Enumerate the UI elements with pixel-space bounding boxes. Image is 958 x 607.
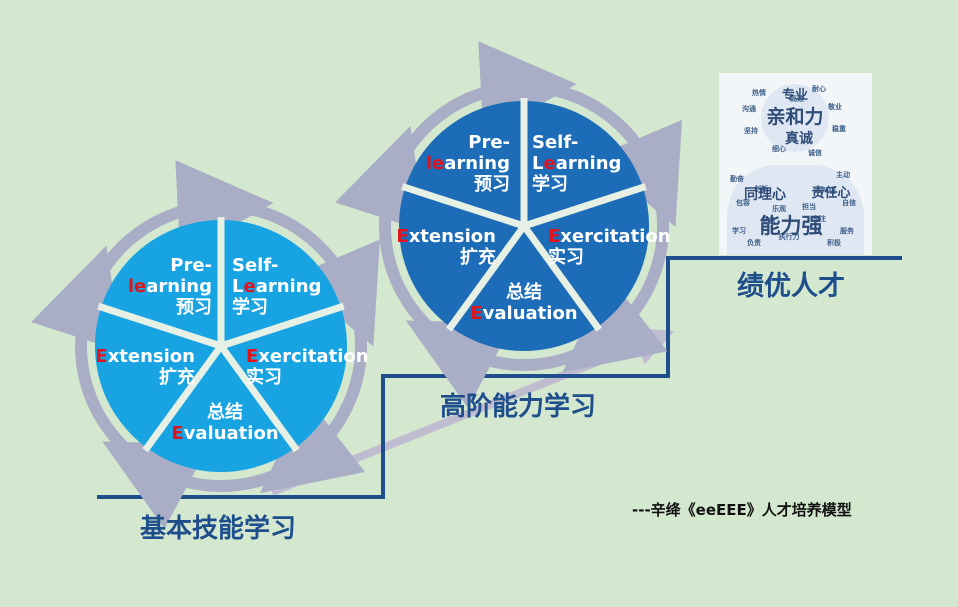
wordcloud-small-word: 稳重	[832, 124, 846, 133]
advanced-segment-divider	[522, 183, 647, 230]
wordcloud-small-word: 耐心	[812, 84, 826, 93]
wordcloud-small-word: 学习	[732, 226, 746, 235]
wordcloud-word: 责任心	[811, 185, 850, 201]
wordcloud-small-word: 热情	[752, 88, 766, 97]
basic-cycle-arrow	[102, 441, 290, 529]
wordcloud-small-word: 细心	[772, 144, 786, 153]
wordcloud-small-word: 主动	[836, 170, 850, 179]
basic-segment-divider	[142, 343, 224, 453]
wordcloud-word: 能力强	[760, 214, 823, 238]
silhouette-head	[761, 84, 829, 152]
wordcloud-small-word: 坚持	[744, 126, 758, 135]
advanced-segment-divider	[521, 223, 603, 332]
outcome-label: 绩优人才	[737, 271, 845, 302]
wordcloud-word: 专业	[782, 87, 808, 103]
wordcloud-word: 亲和力	[766, 105, 823, 128]
basic-skill-label: 基本技能学习	[140, 514, 297, 544]
wordcloud-small-word: 勤奋	[730, 174, 745, 183]
wordcloud-small-word: 包容	[736, 198, 750, 207]
wordcloud-small-word: 诚信	[808, 148, 822, 157]
wordcloud-small-word: 执行力	[779, 232, 800, 241]
advanced-cycle-arrow	[335, 125, 443, 341]
basic-segment-divider	[219, 302, 345, 350]
basic-segment-divider	[97, 302, 223, 350]
wordcloud-small-word: 团队	[762, 216, 777, 225]
advanced-segment-divider	[401, 183, 526, 230]
basic-cycle-arrow	[31, 245, 139, 462]
basic-cycle-arrow	[259, 320, 367, 494]
wordcloud-word: 真诚	[785, 130, 813, 147]
staircase-line	[97, 256, 902, 499]
wordcloud-small-word: 负责	[747, 238, 761, 247]
advanced-cycle-arrow	[562, 200, 669, 373]
wordcloud-small-word: 严谨	[821, 186, 836, 195]
basic-cycle-arrow	[232, 200, 380, 347]
wordcloud-small-word: 创新	[753, 184, 768, 193]
wordcloud-image: 热情 耐心沟通 敬业细心 诚信勤奋 主动团队 专注学习 服务执行力 创新 严谨包容 自信乐观 担当负…	[719, 73, 872, 255]
wordcloud-small-word: 积极	[827, 238, 842, 247]
advanced-skill-label: 高阶能力学习	[440, 392, 597, 422]
model-credit: ---辛绛《eeEEE》人才培养模型	[632, 501, 852, 519]
wordcloud-small-word: 专注	[812, 214, 826, 223]
wordcloud-word: 同理心	[744, 187, 786, 203]
wordcloud-small-word: 自信	[842, 198, 856, 207]
advanced-segment-divider	[445, 223, 527, 332]
wordcloud-small-word: 服务	[840, 226, 855, 235]
wordcloud-small-word: 担当	[802, 202, 816, 211]
advanced-cycle-arrow	[535, 81, 683, 227]
wordcloud-small-word: 敬业	[827, 102, 842, 111]
advanced-cycle-arrow	[405, 320, 593, 409]
silhouette-body	[727, 165, 864, 255]
basic-segment-divider	[218, 343, 300, 453]
wordcloud-small-word: 高效	[790, 94, 805, 103]
wordcloud-small-word: 沟通	[742, 104, 757, 113]
wordcloud-small-word: 乐观	[772, 204, 786, 213]
